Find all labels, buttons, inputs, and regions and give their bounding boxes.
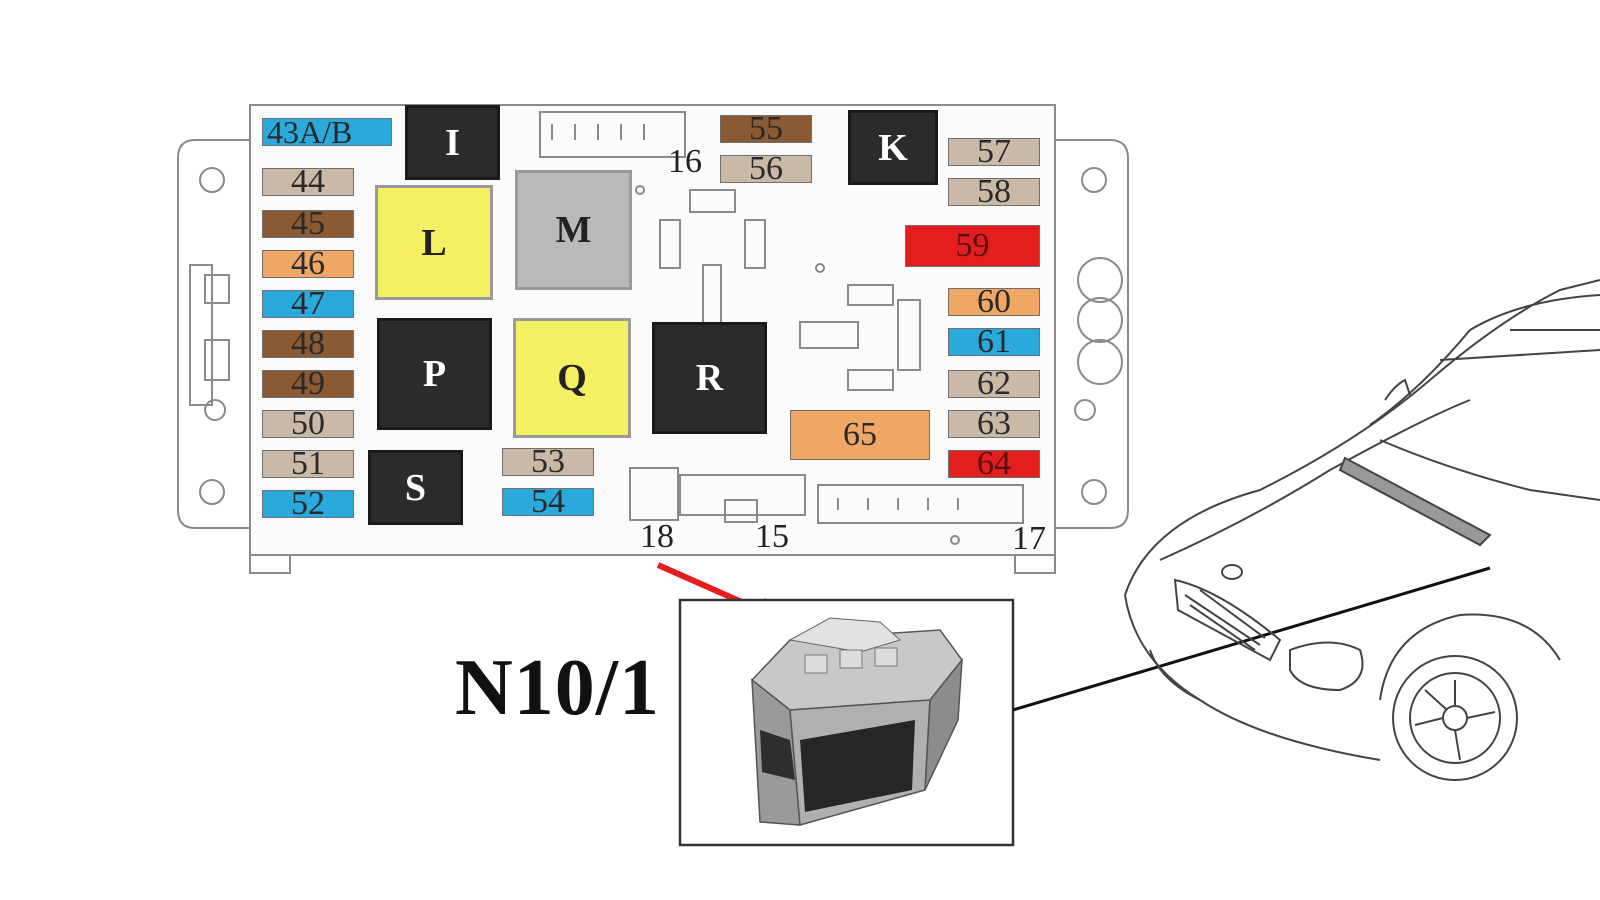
module-label: N10/1 [455, 644, 660, 732]
relay-k: K [848, 110, 938, 185]
relay-i: I [405, 105, 500, 180]
fuse-49: 49 [262, 367, 354, 401]
connector-label-17: 17 [1012, 520, 1046, 557]
fuse-45: 45 [262, 207, 354, 241]
fuse-47: 47 [262, 287, 354, 321]
fuse-59: 59 [905, 225, 1040, 267]
fuse-58: 58 [948, 175, 1040, 209]
fuse-55: 55 [720, 112, 812, 146]
fuse-65: 65 [790, 410, 930, 460]
fuse-56: 56 [720, 152, 812, 186]
connector-label-18: 18 [640, 518, 674, 555]
fuse-60: 60 [948, 285, 1040, 319]
connector-label-16: 16 [668, 143, 702, 180]
relay-r: R [652, 322, 767, 434]
fuse-64: 64 [948, 447, 1040, 481]
relay-m: M [515, 170, 632, 290]
connector-label-15: 15 [755, 518, 789, 555]
fuse-54: 54 [502, 485, 594, 519]
fuse-46: 46 [262, 247, 354, 281]
relay-q: Q [513, 318, 631, 438]
module-callout [678, 566, 1491, 847]
relay-s: S [368, 450, 463, 525]
fuse-48: 48 [262, 327, 354, 361]
relay-p: P [377, 318, 492, 430]
fuse-51: 51 [262, 447, 354, 481]
fuse-57: 57 [948, 135, 1040, 169]
module-picture [750, 617, 963, 826]
fuse-53: 53 [502, 445, 594, 479]
fuse-61: 61 [948, 325, 1040, 359]
fuse-62: 62 [948, 367, 1040, 401]
fuse-44: 44 [262, 165, 354, 199]
fuse-63: 63 [948, 407, 1040, 441]
relay-l: L [375, 185, 493, 300]
fuse-50: 50 [262, 407, 354, 441]
fuse-43a-b: 43A/B [262, 116, 392, 148]
fuse-52: 52 [262, 487, 354, 521]
car-drawing [1124, 279, 1600, 781]
